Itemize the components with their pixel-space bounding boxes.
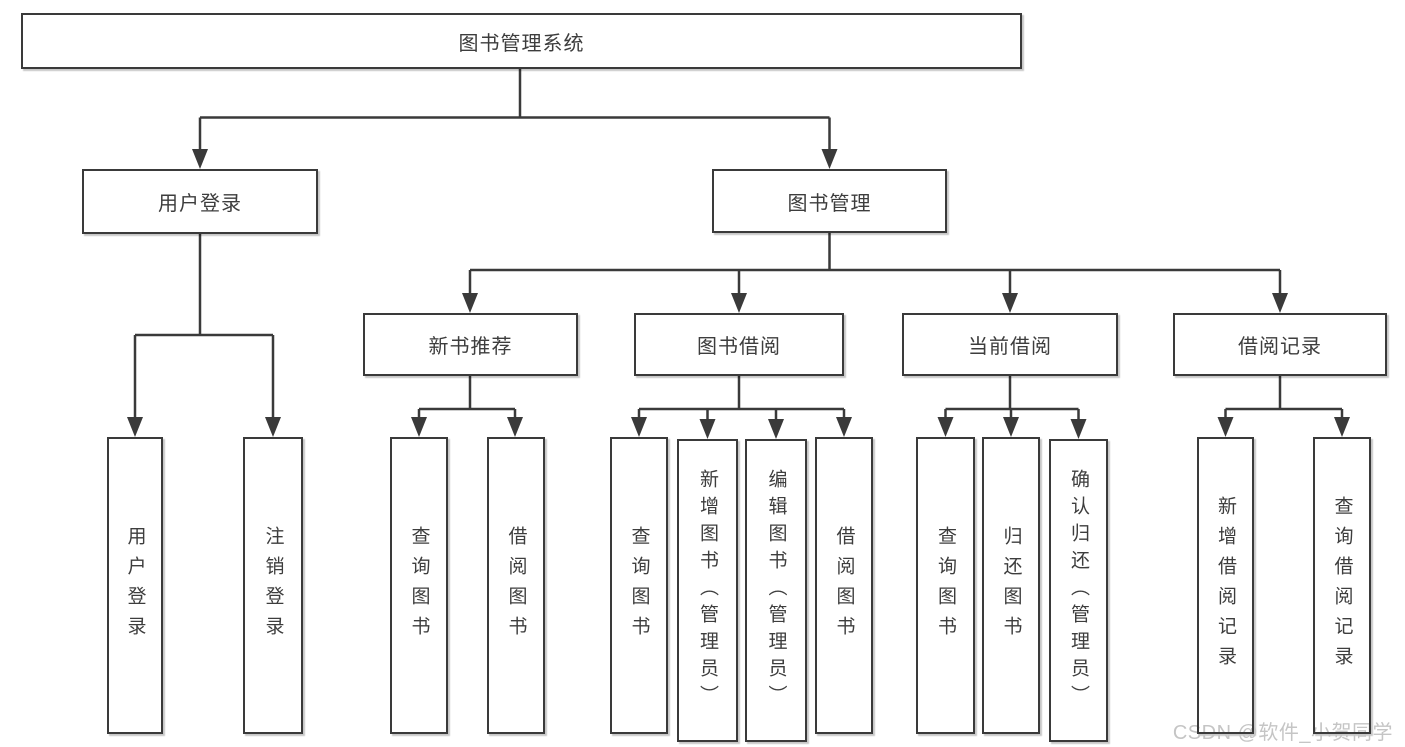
node-label: 查询图书 <box>408 525 430 646</box>
node-label: 图书借阅 <box>697 336 781 358</box>
node-label: 借阅图书 <box>833 525 855 646</box>
leaf-edit-book-admin: 编辑图书（管理员） <box>745 439 807 742</box>
leaf-query-borrow-record: 查询借阅记录 <box>1313 437 1371 734</box>
node-book-management: 图书管理 <box>712 169 947 233</box>
node-label: 新增借阅记录 <box>1215 495 1236 676</box>
node-label: 归还图书 <box>1000 525 1022 646</box>
leaf-add-borrow-record: 新增借阅记录 <box>1197 437 1254 734</box>
node-user-login: 用户登录 <box>82 169 318 234</box>
leaf-add-book-admin: 新增图书（管理员） <box>677 439 738 742</box>
node-label: 借阅记录 <box>1238 336 1322 358</box>
leaf-return-book: 归还图书 <box>982 437 1040 734</box>
node-label: 当前借阅 <box>968 336 1052 358</box>
node-new-book-recommend: 新书推荐 <box>363 313 578 376</box>
node-label: 查询借阅记录 <box>1331 495 1353 676</box>
leaf-borrow-books-1: 借阅图书 <box>487 437 545 734</box>
leaf-confirm-return-admin: 确认归还（管理员） <box>1049 439 1108 742</box>
node-library-management-system: 图书管理系统 <box>21 13 1022 69</box>
leaf-user-login: 用户登录 <box>107 437 163 734</box>
node-label: 注销登录 <box>262 525 284 646</box>
leaf-logout: 注销登录 <box>243 437 303 734</box>
node-book-borrowing: 图书借阅 <box>634 313 844 376</box>
node-label: 新增图书（管理员） <box>697 469 718 712</box>
node-label: 新书推荐 <box>428 336 513 358</box>
node-label: 编辑图书（管理员） <box>765 469 787 712</box>
leaf-query-books-2: 查询图书 <box>610 437 668 734</box>
node-label: 确认归还（管理员） <box>1068 469 1089 712</box>
leaf-borrow-books-2: 借阅图书 <box>815 437 873 734</box>
node-label: 用户登录 <box>158 193 242 215</box>
leaf-query-books-3: 查询图书 <box>916 437 975 734</box>
node-label: 用户登录 <box>124 525 146 646</box>
node-label: 图书管理 <box>787 192 872 215</box>
node-borrowing-records: 借阅记录 <box>1173 313 1387 376</box>
node-label: 查询图书 <box>628 525 650 646</box>
leaf-query-books-1: 查询图书 <box>390 437 448 734</box>
node-label: 图书管理系统 <box>458 32 585 55</box>
node-label: 借阅图书 <box>505 525 527 646</box>
node-label: 查询图书 <box>935 525 956 646</box>
node-current-borrowing: 当前借阅 <box>902 313 1118 376</box>
